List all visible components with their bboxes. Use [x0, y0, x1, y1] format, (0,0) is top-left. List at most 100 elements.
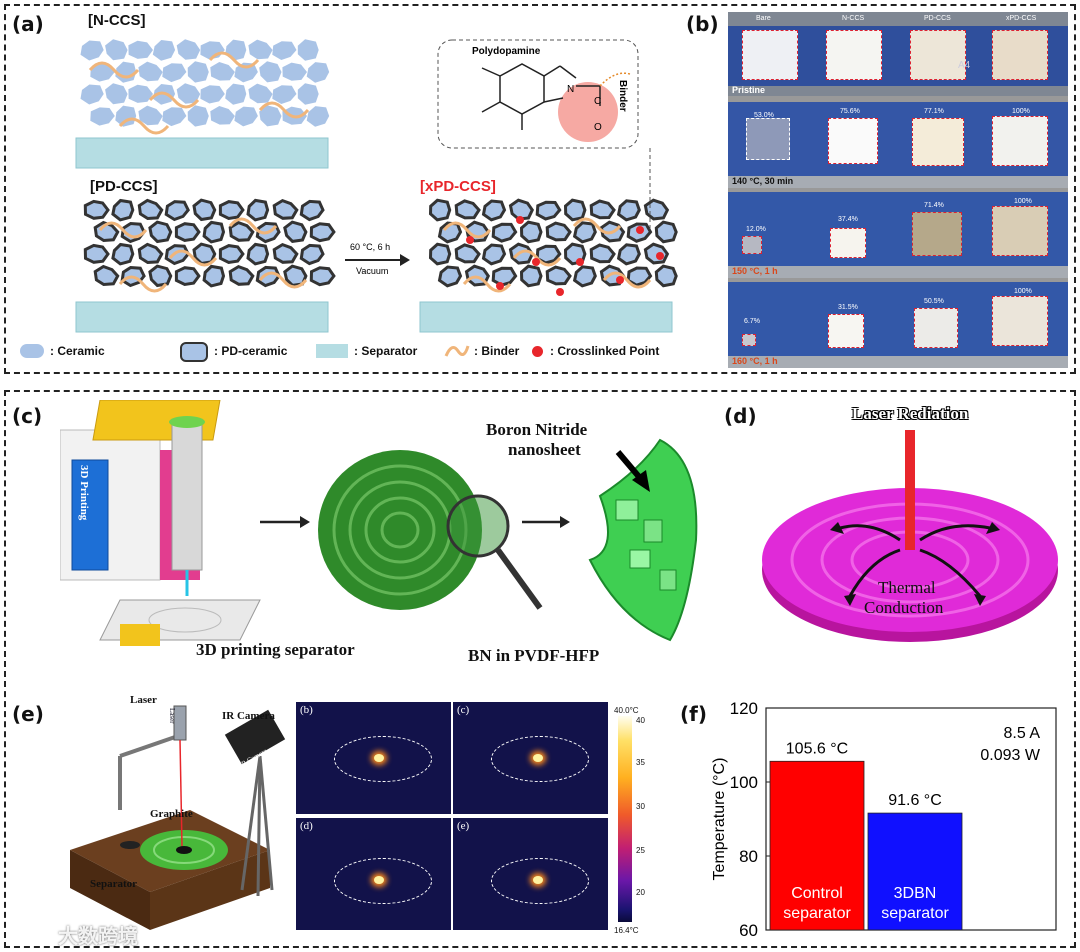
hotspot-e — [533, 876, 543, 884]
bn-nanosheet-wedge — [588, 438, 698, 642]
sample-pdccs-140 — [912, 118, 964, 166]
sample-pdccs-pristine — [910, 30, 966, 80]
row-caption-160: 160 °C, 1 h — [732, 356, 778, 366]
legend-binder-label: : Binder — [474, 344, 520, 358]
pd-ceramic-particle — [299, 243, 325, 266]
ceramic-particle — [138, 61, 163, 82]
pd-ceramic-particle — [491, 222, 518, 243]
legend-ceramic-swatch — [20, 344, 44, 358]
pct-pdccs-160: 50.5% — [924, 298, 944, 305]
thermal-label-2: Conduction — [864, 598, 944, 617]
molecule-structure — [481, 63, 631, 130]
panel-a-title-xpdccs: [xPD-CCS] — [420, 178, 496, 195]
ceramic-particle — [128, 40, 153, 59]
pd-ceramic-particle — [481, 199, 507, 222]
category-label-1-0: 3DBN — [894, 885, 937, 902]
pd-ceramic-particle — [93, 264, 120, 287]
pd-ceramic-particle — [545, 265, 572, 286]
pd-ceramic-particle — [616, 243, 641, 266]
legend-pdceramic-label: : PD-ceramic — [214, 344, 288, 358]
pd-ceramic-particle — [481, 243, 507, 266]
printer-side-label: 3D Printing — [78, 465, 90, 521]
photo-row-150: 12.0% 37.4% 71.4% 100% 150 °C, 1 h — [728, 192, 1068, 278]
pd-ceramic-particle — [272, 198, 299, 220]
pd-ceramic-particle — [137, 198, 164, 221]
panel-f-label: (f) — [680, 702, 707, 726]
inset-polydopamine-label: Polydopamine — [472, 46, 541, 57]
legend-ceramic-label: : Ceramic — [50, 344, 105, 358]
ceramic-particle — [234, 106, 258, 127]
colorbar-tick-20: 20 — [636, 888, 645, 897]
ceramic-particle — [225, 39, 247, 61]
binder-highlight — [558, 82, 618, 142]
y-tick-label: 60 — [739, 921, 758, 940]
photo-row-pristine: Pristine Bare N-CCS PD-CCS xPD-CCS A4 — [728, 12, 1068, 96]
pd-ceramic-particle — [246, 242, 270, 266]
pd-ceramic-particle — [299, 199, 325, 222]
pd-ceramic-particle — [454, 199, 481, 220]
ceramic-particle — [80, 84, 104, 105]
inset-atom-o: O — [594, 122, 602, 133]
crosslink-point — [656, 252, 664, 260]
pd-ceramic-particle — [654, 264, 678, 288]
pd-ceramic-particle — [589, 199, 616, 220]
column-header-xpdccs: xPD-CCS — [1006, 15, 1037, 22]
pd-ceramic-particle — [218, 200, 245, 221]
ceramic-particle — [115, 61, 137, 83]
pd-ceramic-particle — [616, 199, 641, 222]
pd-ceramic-particle — [246, 198, 270, 222]
row-caption-150: 150 °C, 1 h — [732, 266, 778, 276]
pd-ceramic-particle — [218, 244, 245, 265]
colorbar-bottom-label: 16.4°C — [614, 926, 639, 935]
magnifier-icon — [446, 494, 543, 610]
column-header-bare: Bare — [756, 15, 771, 22]
pd-ceramic-particle — [111, 242, 135, 266]
process-arrow-label-2: Vacuum — [356, 266, 388, 276]
ir-sublabel-d: (d) — [300, 820, 313, 832]
pd-ceramic-particle — [626, 266, 653, 287]
pd-ceramic-particle — [654, 220, 678, 244]
sample-bare-160 — [742, 334, 756, 346]
crosslink-point — [636, 226, 644, 234]
laser-beam-e — [179, 739, 183, 847]
colorbar-tick-35: 35 — [636, 758, 645, 767]
inset-atom-n: N — [567, 84, 574, 95]
pd-ceramic-particle — [148, 264, 173, 288]
ceramic-particle — [128, 84, 153, 103]
colorbar-tick-25: 25 — [636, 846, 645, 855]
sample-pdccs-160 — [914, 308, 958, 348]
panel-b-photos: Pristine Bare N-CCS PD-CCS xPD-CCS A4 53… — [728, 12, 1068, 368]
pct-nccs-140: 75.6% — [840, 108, 860, 115]
hotspot-b — [374, 754, 384, 762]
ceramic-particle — [234, 62, 258, 83]
panel-d-illustration — [762, 430, 1058, 642]
panel-a-title-nccs: [N-CCS] — [88, 12, 146, 29]
y-axis-title: Temperature (°C) — [711, 758, 728, 881]
pd-ceramic-particle — [174, 222, 201, 243]
laser-radiation-label: Laser Rediation — [852, 404, 969, 423]
legend-separator-label: : Separator — [354, 344, 418, 358]
pd-ceramic-particle — [83, 199, 110, 220]
y-tick-label: 100 — [730, 773, 758, 792]
binder-strand — [258, 101, 310, 119]
sample-bare-140 — [746, 118, 790, 160]
category-label-0-1: separator — [783, 905, 851, 922]
ceramic-particle — [225, 83, 247, 105]
sample-nccs-160 — [828, 314, 864, 348]
crosslink-point — [532, 258, 540, 266]
thermal-label-1: Thermal — [878, 578, 936, 597]
binder-strand — [168, 249, 218, 267]
panel-a-title-pdccs: [PD-CCS] — [90, 178, 158, 195]
ir-sublabel-e: (e) — [457, 820, 470, 832]
ceramic-particle — [210, 62, 235, 81]
pd-ceramic-particle — [309, 222, 336, 243]
row-caption-pristine: Pristine — [732, 85, 766, 95]
sheet-label-a4: A4 — [958, 60, 971, 71]
sample-pdccs-150 — [912, 212, 962, 256]
pd-ceramic-particle — [272, 242, 299, 264]
legend-separator-swatch — [316, 344, 348, 358]
bar-0 — [769, 760, 865, 931]
ceramic-particle — [297, 83, 319, 105]
pd-ceramic-particle — [283, 220, 308, 243]
sample-nccs-140 — [828, 118, 878, 164]
